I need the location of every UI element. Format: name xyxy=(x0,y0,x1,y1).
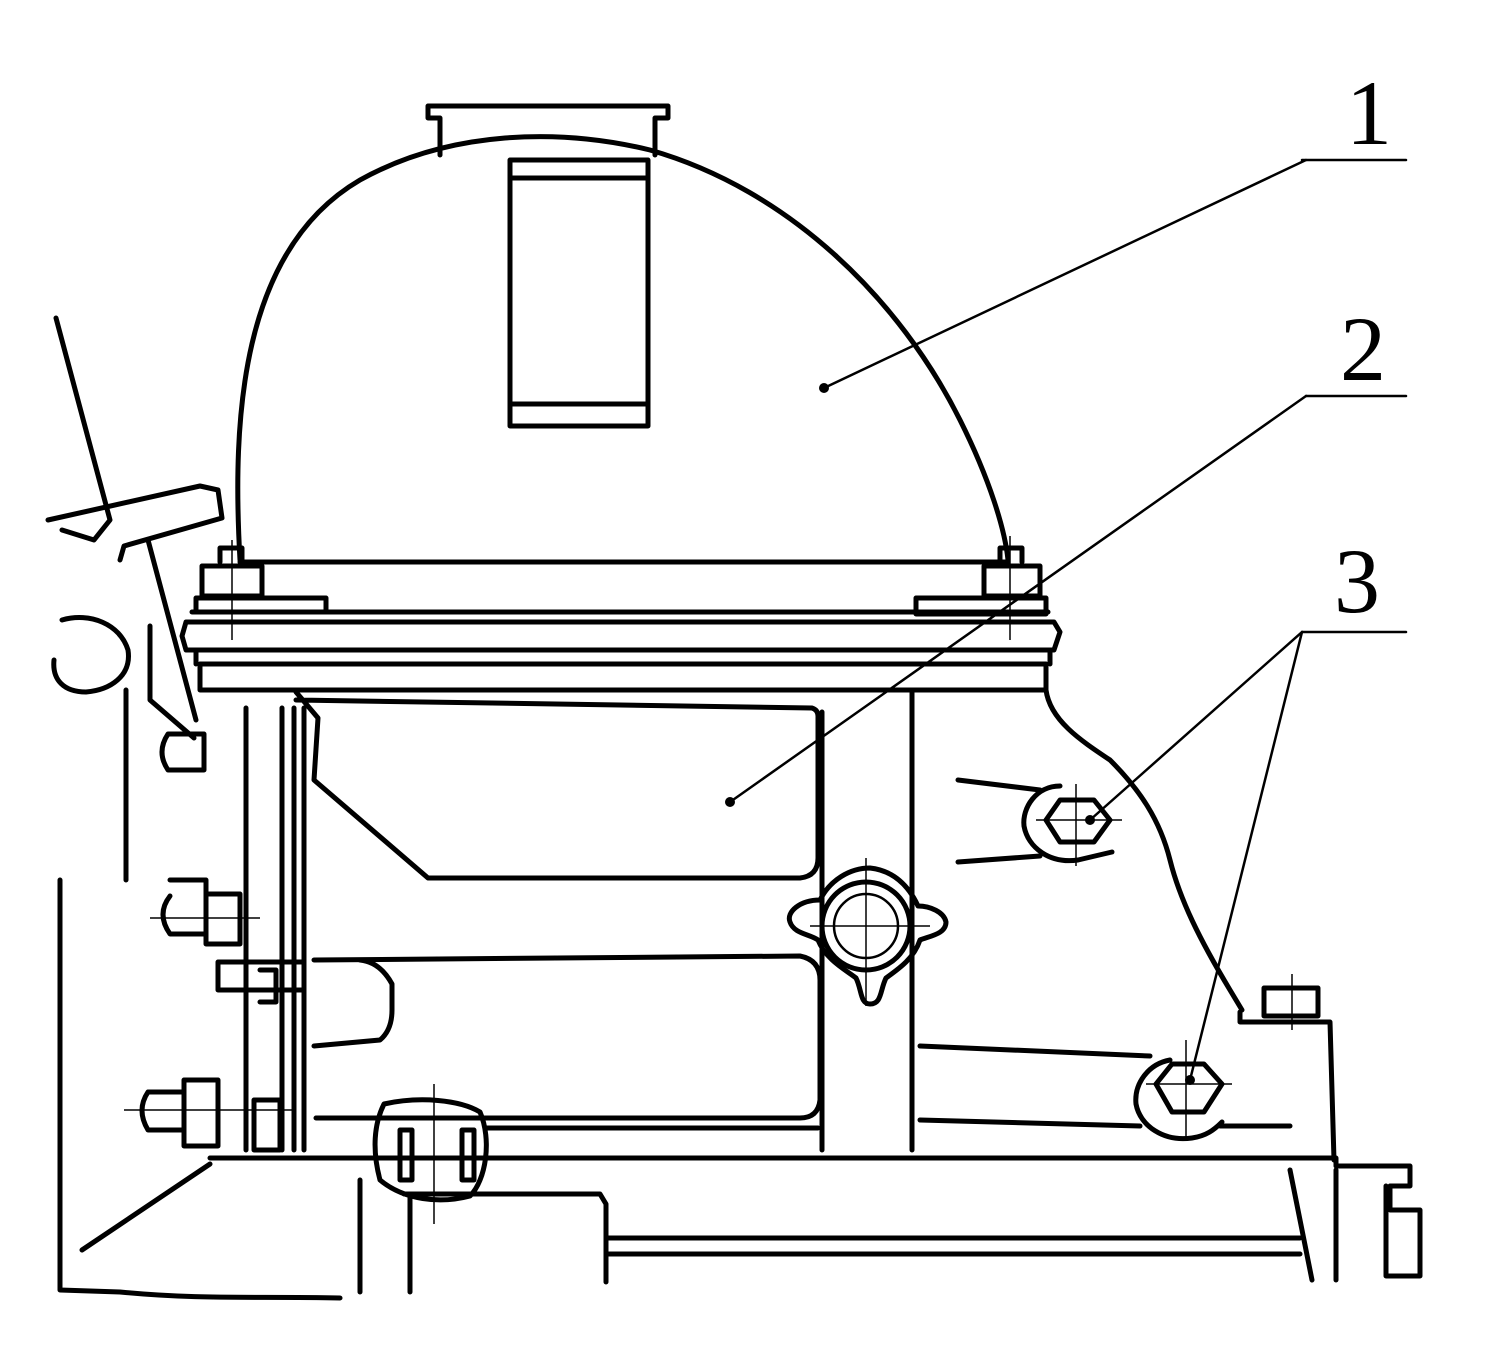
left-auxiliary xyxy=(45,315,489,1301)
leader-3a xyxy=(1088,630,1304,822)
callout-labels: 1 2 3 xyxy=(1334,62,1392,632)
leader-2 xyxy=(728,394,1308,804)
callout-3: 3 xyxy=(1334,530,1380,632)
leader-3b-dot xyxy=(1185,1075,1195,1085)
dome-window xyxy=(507,157,651,429)
top-neck-flange xyxy=(425,103,671,158)
leader-1 xyxy=(822,158,1308,390)
callout-1: 1 xyxy=(1346,62,1392,164)
dome-outline xyxy=(235,134,1011,563)
dome-cover xyxy=(235,103,1011,563)
leader-3b xyxy=(1188,630,1304,1082)
leaders xyxy=(725,158,1408,1085)
leader-1-dot xyxy=(819,383,829,393)
central-boss xyxy=(786,858,949,1007)
hex-bolt-upper xyxy=(1021,783,1122,866)
leader-3a-dot xyxy=(1085,815,1095,825)
flange-assembly xyxy=(179,536,1063,693)
leader-2-dot xyxy=(725,797,735,807)
callout-2: 2 xyxy=(1340,298,1386,400)
